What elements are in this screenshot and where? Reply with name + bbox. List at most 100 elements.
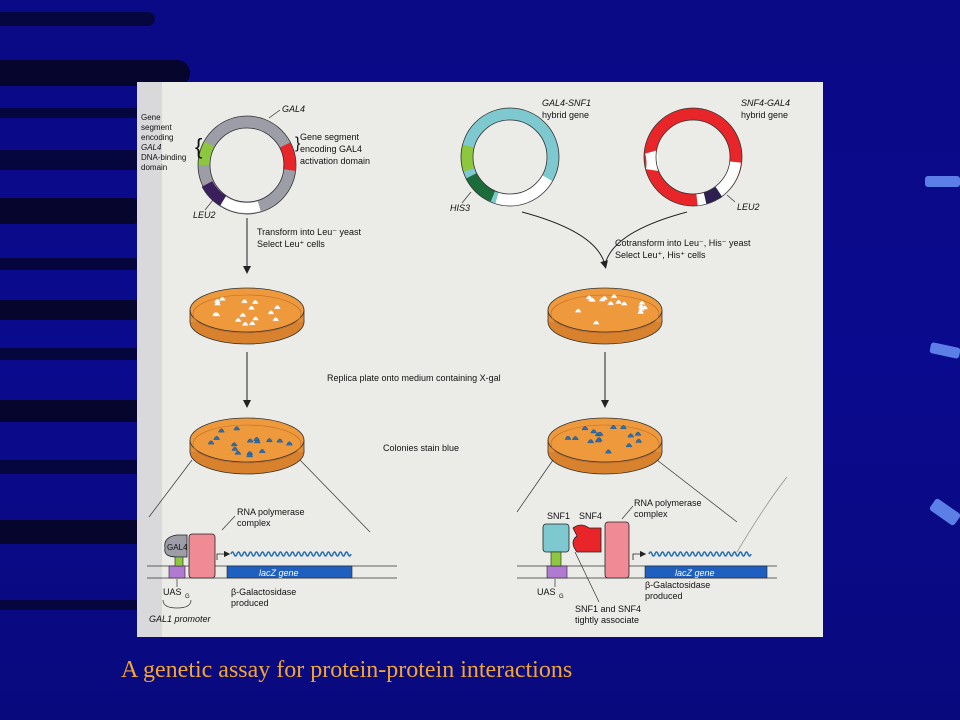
brace: }	[295, 135, 301, 152]
colony	[218, 428, 225, 433]
colony	[589, 297, 596, 302]
svg-text:complex: complex	[634, 509, 668, 519]
assay-diagram: GAL4 Gene segment encoding GAL4 DNA-bind…	[137, 82, 790, 637]
leu2-label: LEU2	[193, 210, 216, 220]
snf4-label: SNF4	[579, 511, 602, 521]
petri-dish-blue-colonies-left	[189, 417, 305, 475]
promoter-diagram-right: lacZ gene SNF1 SNF4 RNA polymerase compl…	[517, 476, 788, 625]
colony	[637, 309, 645, 314]
background-stripe	[0, 400, 150, 422]
bgal-label-left: β-Galactosidase	[231, 587, 296, 597]
cotransform-step: Cotransform into Leu⁻, His⁻ yeast Select…	[615, 238, 751, 260]
promoter-diagram-left: lacZ gene GAL4 RNA polymerase complex UA…	[147, 507, 397, 624]
colony	[248, 305, 255, 310]
petri-dish-blue-colonies-right	[547, 417, 663, 475]
lacz-gene-label: lacZ gene	[259, 568, 299, 578]
merge-arrow	[604, 211, 688, 266]
background-stripe	[0, 520, 150, 544]
colony	[635, 438, 643, 443]
colony	[574, 308, 582, 313]
stain-result: Colonies stain blue	[383, 443, 459, 453]
svg-text:encoding: encoding	[141, 133, 173, 142]
rna-polymerase-box	[604, 521, 630, 579]
colony	[610, 425, 617, 429]
petri-dish-white-colonies-left	[189, 287, 305, 345]
svg-text:Gene segment: Gene segment	[300, 132, 360, 142]
snf1-label: SNF1	[547, 511, 570, 521]
colony	[625, 443, 633, 448]
mrna-wave	[230, 551, 352, 557]
colony	[572, 436, 579, 440]
svg-text:hybrid gene: hybrid gene	[542, 110, 589, 120]
decorative-dash	[925, 176, 960, 187]
promoter-label: GAL1 promoter	[149, 614, 212, 624]
decorative-dash	[928, 497, 960, 527]
gal4-tag: GAL4	[167, 543, 188, 552]
colony	[594, 438, 602, 443]
colony	[274, 305, 281, 310]
colony	[207, 440, 215, 445]
colony	[286, 441, 293, 446]
svg-text:activation domain: activation domain	[300, 156, 370, 166]
colony	[601, 295, 608, 300]
leu2-segment	[201, 180, 227, 207]
background-stripe	[0, 12, 155, 26]
activation-label: Gene segment encoding GAL4 activation do…	[300, 132, 370, 166]
svg-text:GAL4: GAL4	[141, 143, 162, 152]
uas-label-right: UAS	[537, 587, 556, 597]
dna-binding-segment	[198, 141, 215, 166]
svg-text:Cotransform into Leu⁻, His⁻ ye: Cotransform into Leu⁻, His⁻ yeast	[615, 238, 751, 248]
colony	[272, 317, 280, 322]
decorative-dash	[929, 342, 960, 359]
plasmid-gal4-snf1	[460, 107, 560, 207]
colony	[241, 321, 249, 326]
colony	[233, 426, 241, 431]
colony	[214, 298, 221, 303]
colony	[610, 294, 618, 299]
uas-label-left: UAS	[163, 587, 182, 597]
replica-step: Replica plate onto medium containing X-g…	[327, 373, 501, 383]
zoom-line	[656, 459, 738, 523]
colony	[241, 299, 248, 304]
snf1-protein	[542, 523, 570, 553]
colony	[627, 433, 635, 438]
figure-image: GAL4 Gene segment encoding GAL4 DNA-bind…	[137, 82, 823, 637]
his3-label: HIS3	[450, 203, 470, 213]
colony	[252, 316, 259, 321]
svg-text:encoding GAL4: encoding GAL4	[300, 144, 362, 154]
background-stripe	[0, 60, 190, 86]
svg-text:Transform into Leu⁻ yeast: Transform into Leu⁻ yeast	[257, 227, 361, 237]
background-stripe	[0, 150, 160, 170]
colony	[246, 453, 253, 458]
svg-text:Gene: Gene	[141, 113, 161, 122]
plasmid1-label: GAL4-SNF1 hybrid gene	[542, 98, 591, 120]
scan-edge	[137, 82, 162, 637]
background-stripe	[0, 600, 150, 610]
colony	[213, 435, 220, 440]
colony	[638, 300, 646, 305]
colony	[607, 301, 615, 306]
zoom-line	[148, 459, 193, 518]
svg-text:domain: domain	[141, 163, 167, 172]
colony	[587, 439, 594, 444]
background-stripe	[0, 348, 150, 360]
colony	[590, 429, 598, 434]
colony	[596, 431, 604, 436]
leu2-label-right: LEU2	[737, 202, 760, 212]
colony	[214, 301, 221, 306]
colony	[239, 312, 247, 317]
colony	[620, 425, 627, 430]
colony	[230, 442, 238, 447]
background-stripe	[0, 258, 150, 270]
svg-text:hybrid gene: hybrid gene	[741, 110, 788, 120]
activation-segment	[279, 142, 296, 171]
slide-caption: A genetic assay for protein-protein inte…	[121, 657, 573, 683]
colony	[266, 438, 273, 443]
colony	[258, 449, 266, 453]
plasmid-gal4	[197, 115, 297, 215]
background-stripe	[0, 108, 140, 118]
svg-text:produced: produced	[645, 591, 683, 601]
svg-text:produced: produced	[231, 598, 269, 608]
associate-label: SNF1 and SNF4	[575, 604, 641, 614]
background-stripe	[0, 300, 150, 320]
